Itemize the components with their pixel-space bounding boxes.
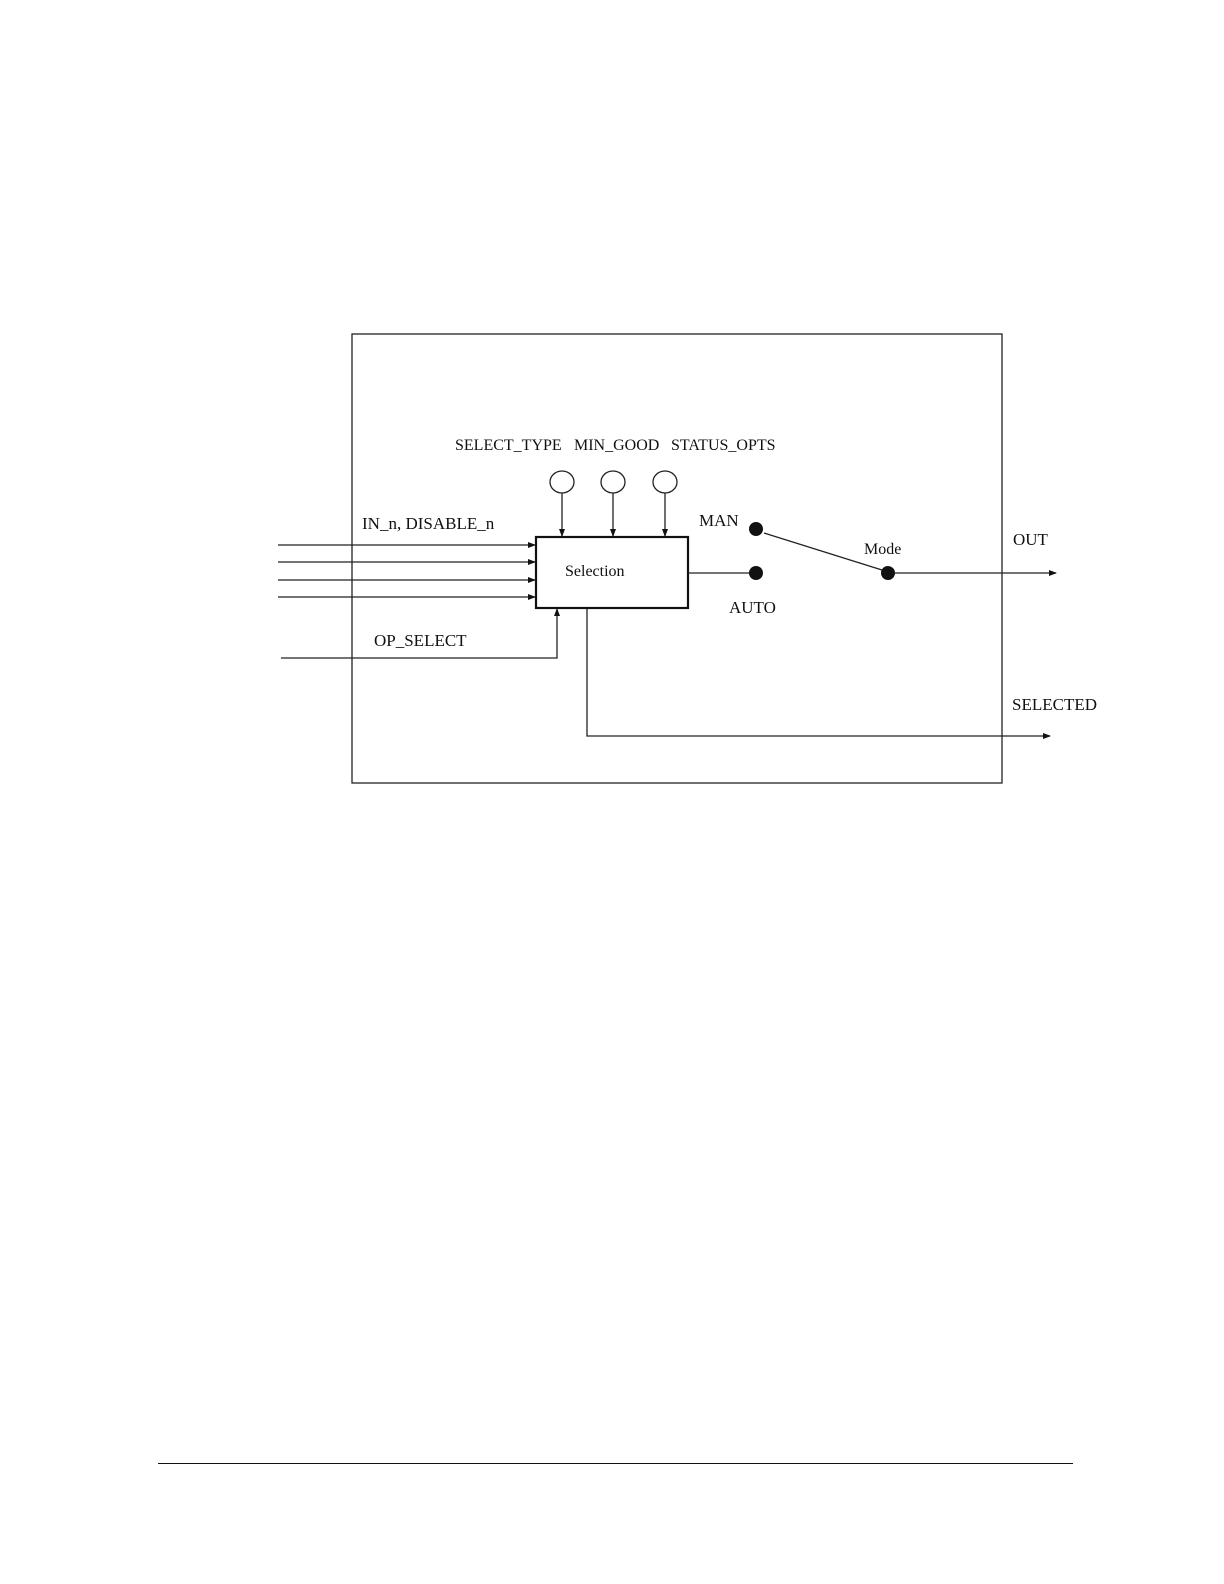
select-type-param-circle xyxy=(550,471,574,493)
mode-label: Mode xyxy=(864,541,901,558)
auto-contact xyxy=(749,566,763,580)
auto-label: AUTO xyxy=(729,598,776,617)
op-select-label: OP_SELECT xyxy=(374,631,467,650)
mode-pivot xyxy=(881,566,895,580)
man-contact xyxy=(749,522,763,536)
footer-rule xyxy=(158,1463,1073,1464)
man-label: MAN xyxy=(699,511,739,530)
inputs-label: IN_n, DISABLE_n xyxy=(362,514,495,533)
function-block-frame xyxy=(352,334,1002,783)
out-label: OUT xyxy=(1013,530,1049,549)
selected-label: SELECTED xyxy=(1012,695,1097,714)
min-good-param-circle xyxy=(601,471,625,493)
status-opts-param-circle xyxy=(653,471,677,493)
selected-line xyxy=(587,609,1050,736)
status-opts-label: STATUS_OPTS xyxy=(671,437,776,454)
min-good-label: MIN_GOOD xyxy=(574,437,659,454)
selection-label: Selection xyxy=(565,563,625,580)
select-type-label: SELECT_TYPE xyxy=(455,437,562,454)
